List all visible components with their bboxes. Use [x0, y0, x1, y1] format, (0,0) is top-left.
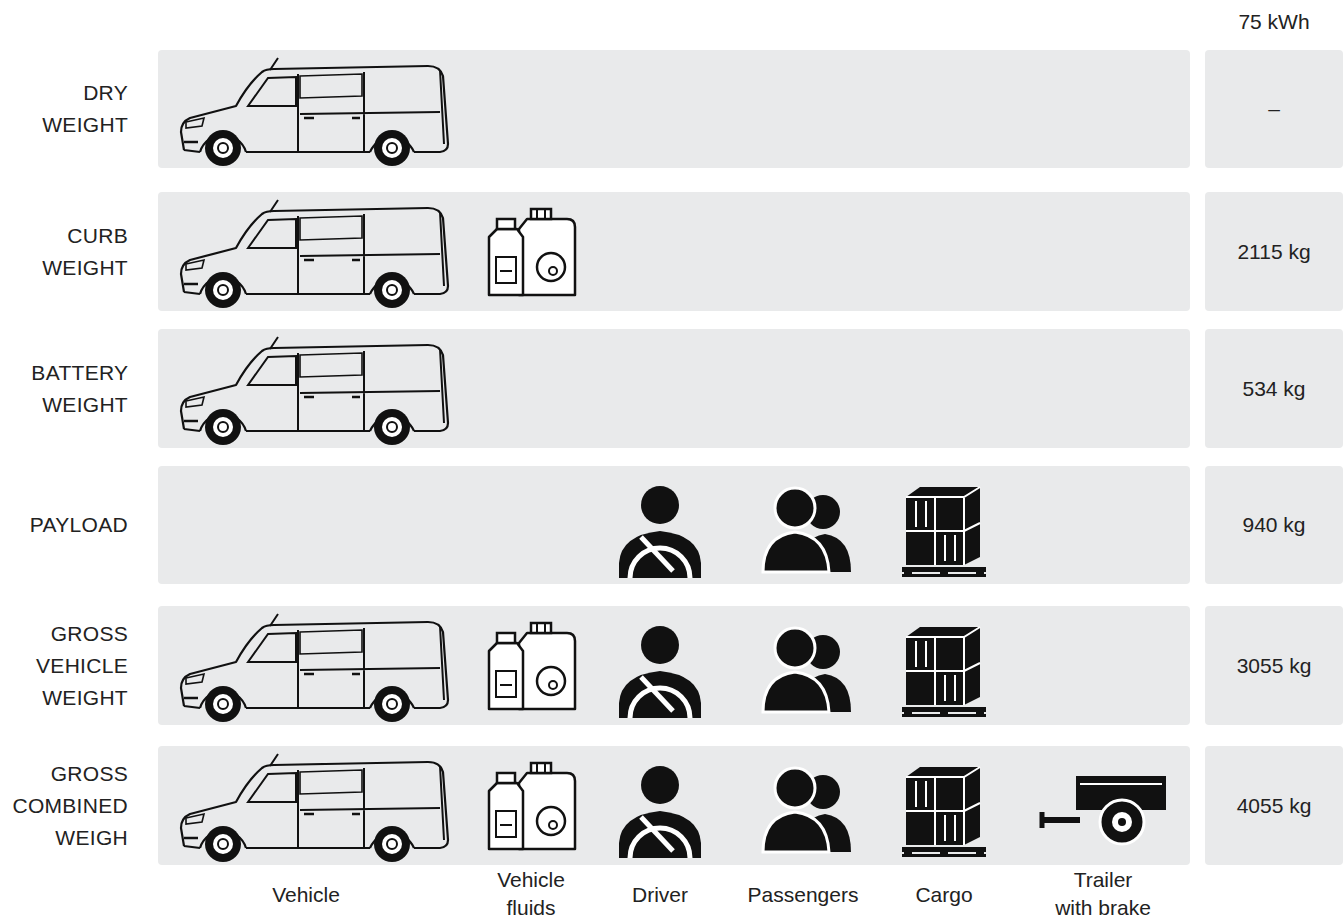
weight-value: –	[1205, 95, 1343, 123]
weight-band: DRY WEIGHT	[158, 50, 1190, 168]
column-header: 75 kWh	[1204, 8, 1343, 36]
value-box: 2115 kg	[1205, 192, 1343, 311]
cargo-icon	[902, 627, 986, 717]
weight-value: 3055 kg	[1205, 652, 1343, 680]
weight-band: PAYLOAD	[158, 466, 1190, 584]
van-icon	[181, 200, 448, 308]
column-label: Passengers	[703, 881, 903, 909]
row-label: PAYLOAD	[30, 509, 128, 541]
van-icon	[181, 614, 448, 722]
column-label: Vehicle fluids	[486, 866, 576, 922]
weight-value: 2115 kg	[1205, 238, 1343, 266]
fluids-icon	[489, 209, 575, 295]
passengers-icon	[763, 768, 851, 852]
driver-icon	[619, 486, 701, 578]
trailer-icon	[1040, 776, 1166, 844]
passengers-icon	[763, 488, 851, 572]
row-label: DRY WEIGHT	[42, 77, 128, 141]
value-box: 4055 kg	[1205, 746, 1343, 865]
row-label: GROSS COMBINED WEIGH	[12, 758, 128, 854]
column-label: Vehicle	[206, 881, 406, 909]
weight-value: 534 kg	[1205, 375, 1343, 403]
value-box: 3055 kg	[1205, 606, 1343, 725]
row-label: GROSS VEHICLE WEIGHT	[36, 618, 128, 714]
value-box: –	[1205, 50, 1343, 168]
van-icon	[181, 337, 448, 445]
weight-band: BATTERY WEIGHT	[158, 329, 1190, 448]
column-label: Driver	[560, 881, 760, 909]
driver-icon	[619, 766, 701, 858]
driver-icon	[619, 626, 701, 718]
fluids-icon	[489, 763, 575, 849]
value-box: 534 kg	[1205, 329, 1343, 448]
van-icon	[181, 58, 448, 166]
weight-value: 4055 kg	[1205, 792, 1343, 820]
cargo-icon	[902, 767, 986, 857]
row-label: CURB WEIGHT	[42, 220, 128, 284]
value-box: 940 kg	[1205, 466, 1343, 584]
weight-band: GROSS COMBINED WEIGH	[158, 746, 1190, 865]
weight-band: CURB WEIGHT	[158, 192, 1190, 311]
weight-value: 940 kg	[1205, 511, 1343, 539]
weight-band: GROSS VEHICLE WEIGHT	[158, 606, 1190, 725]
fluids-icon	[489, 623, 575, 709]
passengers-icon	[763, 628, 851, 712]
van-icon	[181, 754, 448, 862]
column-label: Cargo	[844, 881, 1044, 909]
column-label: Trailer with brake	[1054, 866, 1152, 922]
cargo-icon	[902, 487, 986, 577]
row-label: BATTERY WEIGHT	[31, 357, 128, 421]
